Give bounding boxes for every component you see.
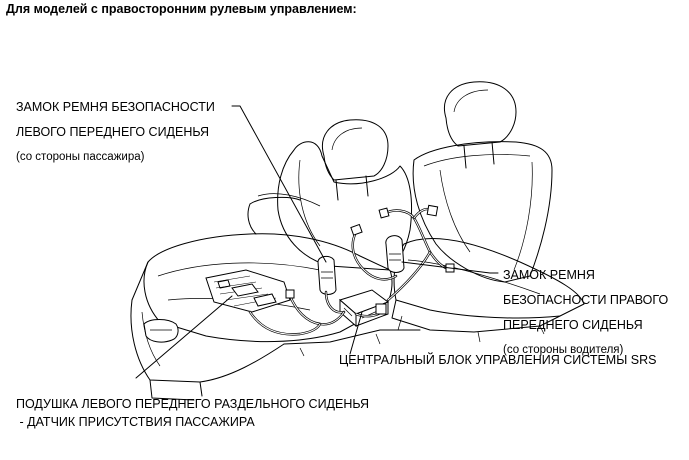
label-cushion-line2: - ДАТЧИК ПРИСУТСТВИЯ ПАССАЖИРА: [16, 415, 255, 429]
label-right-buckle-line1: ЗАМОК РЕМНЯ: [503, 268, 595, 282]
page-title: Для моделей с правосторонним рулевым упр…: [6, 2, 357, 16]
leader-cushion: [135, 295, 233, 379]
right-buckle: [385, 235, 405, 273]
label-left-buckle-line1: ЗАМОК РЕМНЯ БЕЗОПАСНОСТИ: [16, 100, 215, 114]
leader-left-buckle: [231, 105, 327, 263]
label-left-buckle-line3: (со стороны пассажира): [16, 151, 145, 163]
occupant-sensor-mat: [205, 269, 291, 313]
label-right-buckle-line3: ПЕРЕДНЕГО СИДЕНЬЯ: [503, 318, 643, 332]
left-buckle: [317, 255, 337, 295]
label-left-buckle-line2: ЛЕВОГО ПЕРЕДНЕГО СИДЕНЬЯ: [16, 125, 210, 139]
label-srs-unit: ЦЕНТРАЛЬНЫЙ БЛОК УПРАВЛЕНИЯ СИСТЕМЫ SRS: [339, 353, 657, 367]
wire-harness: [248, 204, 455, 336]
label-right-buckle-line2: БЕЗОПАСНОСТИ ПРАВОГО: [503, 293, 669, 307]
label-cushion-line1: ПОДУШКА ЛЕВОГО ПЕРЕДНЕГО РАЗДЕЛЬНОГО СИД…: [16, 397, 370, 411]
leader-srs-unit: [349, 311, 363, 355]
leader-lines: [135, 105, 499, 379]
right-seat: [391, 81, 585, 343]
left-seat: [130, 119, 421, 401]
label-right-buckle-line4: (со стороны водителя): [503, 344, 624, 356]
leader-right-buckle: [401, 261, 499, 274]
